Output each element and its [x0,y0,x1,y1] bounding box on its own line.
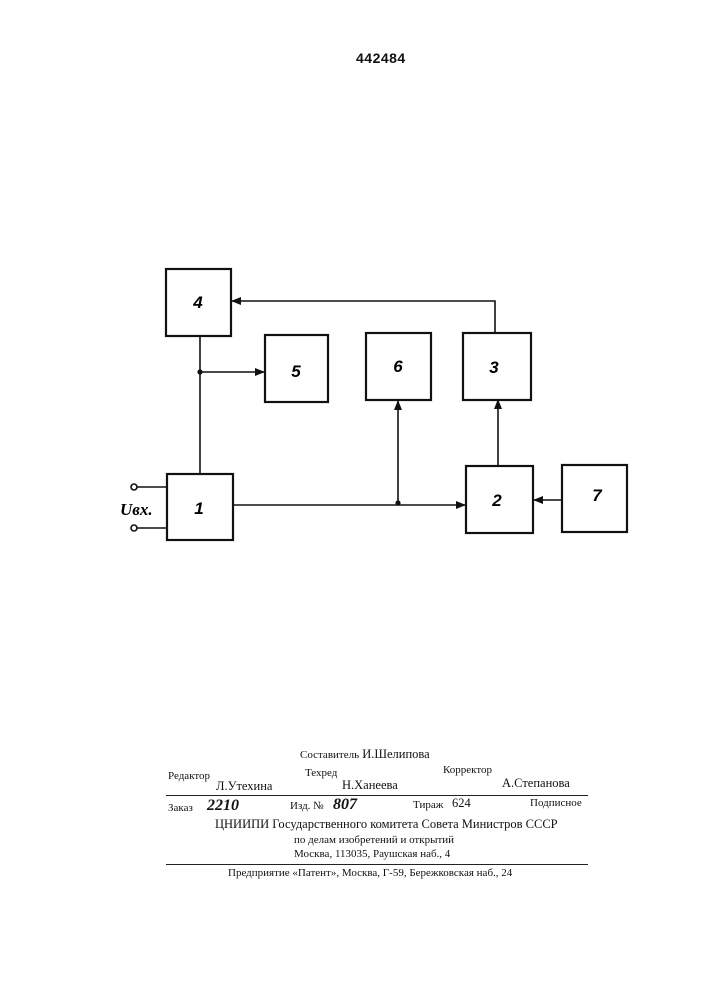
block-5: 5 [265,335,328,402]
corrector-name: А.Степанова [502,776,570,791]
compiler-name: И.Шелипова [362,747,429,761]
block-1-label: 1 [194,499,203,518]
block-1: 1 [167,474,233,540]
editor-label: Редактор [168,770,210,782]
tirazh-value: 624 [452,796,471,811]
block-2: 2 [466,466,533,533]
enterprise-line: Предприятие «Патент», Москва, Г-59, Бере… [228,867,512,879]
order-value: 2210 [207,797,239,815]
wire-3-to-4 [232,301,495,333]
input-terminal-top [131,484,137,490]
corrector-label: Корректор [443,764,492,776]
block-4: 4 [166,269,231,336]
input-voltage-label: Uвх. [120,500,153,519]
izd-value: 807 [333,796,357,814]
techred-name: Н.Ханеева [342,778,398,793]
tirazh-label: Тираж [413,799,443,811]
podpisnoe-label: Подписное [530,797,582,809]
input-terminal-bottom [131,525,137,531]
divider-line-2 [166,864,588,865]
editor-name: Л.Утехина [216,779,272,794]
block-2-label: 2 [491,491,502,510]
divider-line-1 [166,795,588,796]
block-4-label: 4 [192,293,203,312]
techred-label: Техред [305,767,337,779]
org-line-1: ЦНИИПИ Государственного комитета Совета … [215,817,558,832]
block-5-label: 5 [291,362,301,381]
block-3-label: 3 [489,358,499,377]
compiler-row: Составитель И.Шелипова [300,747,430,762]
izd-label: Изд. № [290,800,324,812]
order-label: Заказ [168,802,193,814]
block-7: 7 [562,465,627,532]
org-line-3: Москва, 113035, Раушская наб., 4 [294,848,450,860]
junction-dot-4 [197,369,202,374]
org-line-2: по делам изобретений и открытий [294,834,454,846]
block-6-label: 6 [393,357,403,376]
compiler-label: Составитель [300,749,359,761]
block-3: 3 [463,333,531,400]
block-6: 6 [366,333,431,400]
block-7-label: 7 [592,486,603,505]
